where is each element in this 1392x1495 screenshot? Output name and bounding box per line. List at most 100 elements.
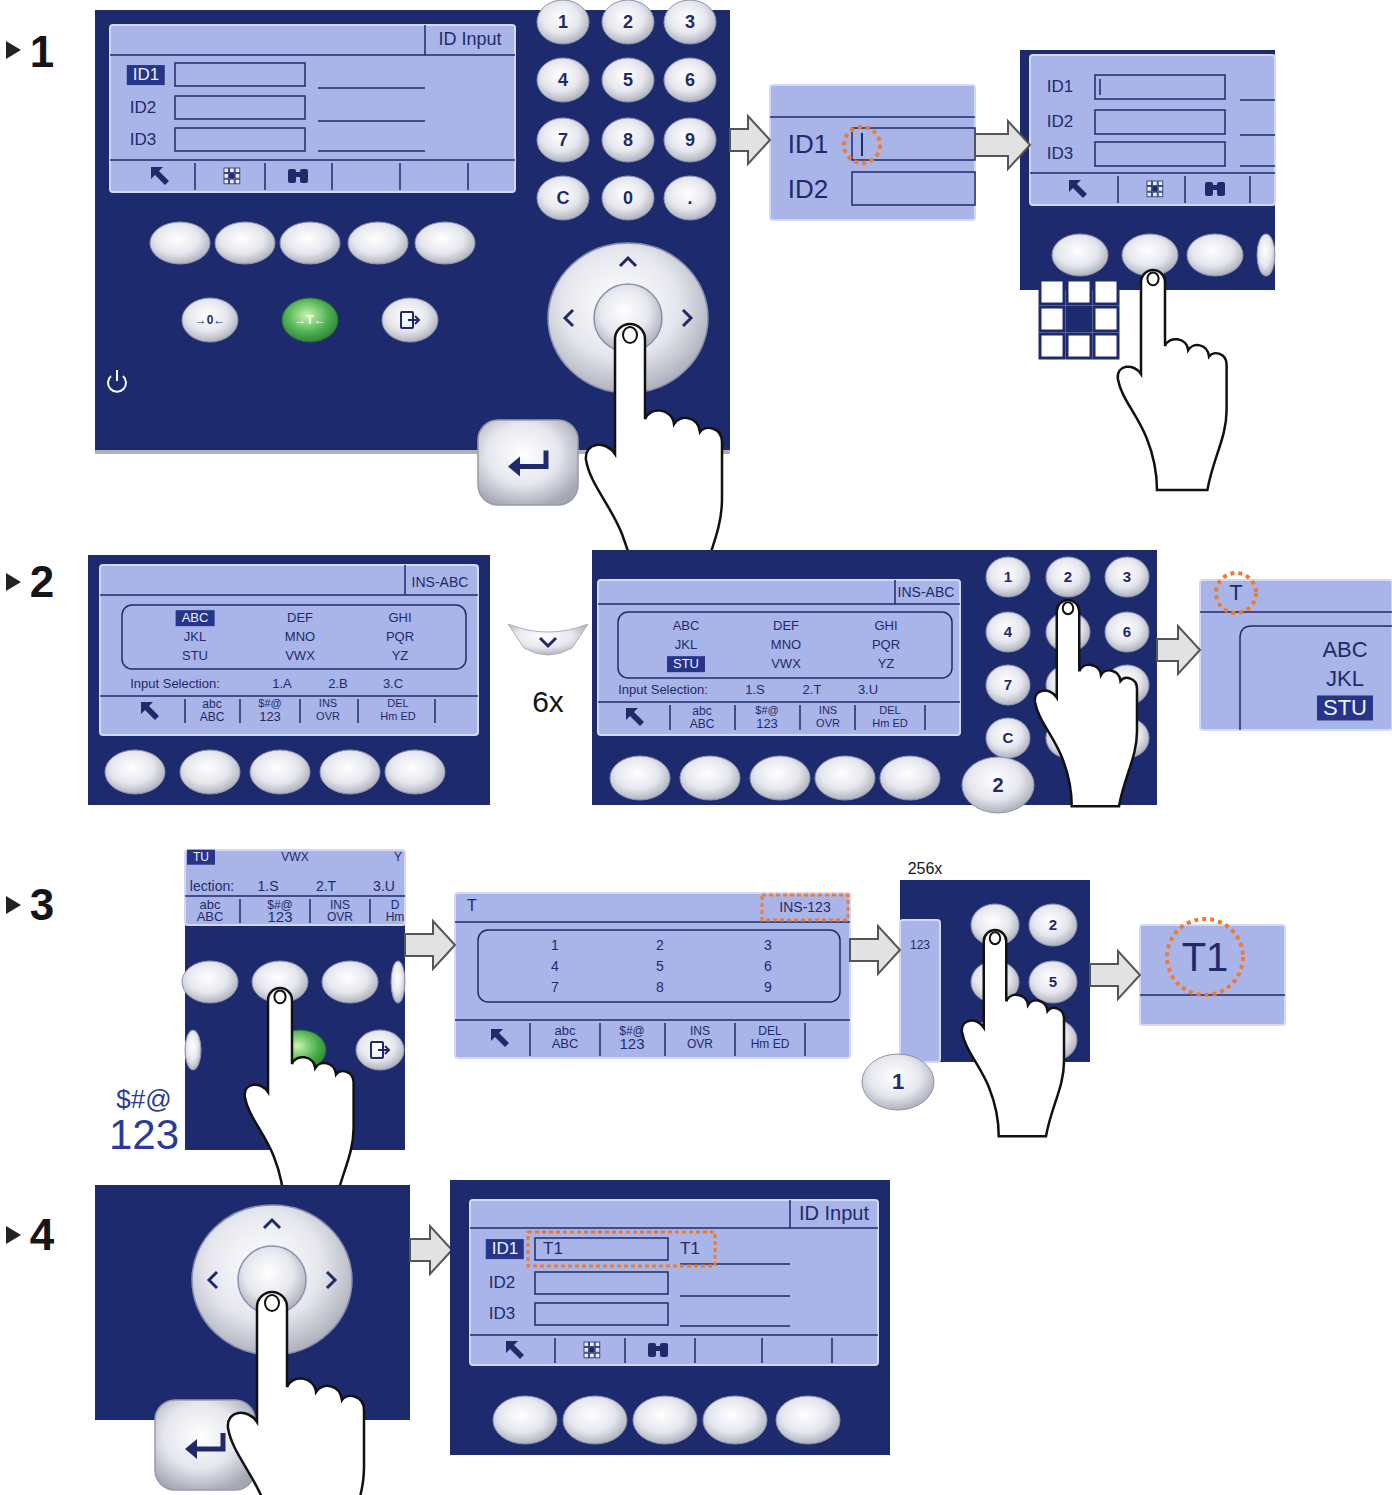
back-icon bbox=[151, 167, 169, 185]
divider-line bbox=[598, 701, 960, 703]
divider-line bbox=[770, 116, 975, 118]
screen-text: OVR bbox=[327, 911, 353, 924]
highlight-box bbox=[762, 895, 848, 920]
key-button bbox=[1029, 904, 1077, 946]
keyboard-symbol bbox=[1094, 307, 1118, 331]
screen-text: ID1 bbox=[127, 65, 165, 85]
input-field bbox=[535, 1238, 668, 1260]
divider-line bbox=[110, 159, 515, 161]
screen-text: GHI bbox=[874, 619, 897, 633]
softkey-divider bbox=[694, 1338, 696, 1363]
step-marker bbox=[6, 1226, 21, 1244]
key-button bbox=[962, 757, 1034, 813]
screen-text: 2 bbox=[1049, 917, 1057, 933]
softkey-divider bbox=[624, 1338, 626, 1363]
keyboard-cell bbox=[230, 174, 235, 179]
divider-line bbox=[680, 1295, 790, 1297]
finger-nail bbox=[274, 990, 285, 1003]
softkey-divider bbox=[1249, 176, 1251, 203]
keyboard-cell bbox=[590, 1353, 595, 1358]
finger-nail bbox=[623, 327, 637, 343]
divider-line bbox=[1030, 172, 1275, 174]
keyboard-symbol bbox=[1094, 280, 1118, 304]
screen-text: 1.A bbox=[272, 677, 292, 691]
screen-text: Hm bbox=[386, 911, 405, 924]
lcd-screen-ground bbox=[1140, 925, 1285, 1025]
key-button bbox=[415, 222, 475, 264]
softkey-divider bbox=[264, 163, 266, 190]
input-field bbox=[535, 1303, 668, 1325]
screen-text: 1.S bbox=[745, 683, 765, 697]
screen-text: →0← bbox=[195, 314, 226, 327]
key-button bbox=[1187, 234, 1243, 276]
screen-text: 123 bbox=[910, 939, 930, 952]
softkey-divider bbox=[854, 705, 856, 730]
softkey-divider bbox=[924, 705, 926, 730]
screen-text: 3.U bbox=[373, 879, 395, 894]
lcd-screen-ground bbox=[470, 1200, 878, 1365]
input-field bbox=[175, 96, 305, 119]
input-field bbox=[1095, 110, 1225, 134]
screen-text: 3 bbox=[764, 938, 772, 953]
key-button bbox=[776, 1396, 840, 1444]
divider-line bbox=[318, 87, 425, 89]
step-number: 1 bbox=[30, 29, 54, 75]
screen-text: JKL bbox=[675, 638, 697, 652]
enter-symbol bbox=[193, 1433, 223, 1449]
screen-text: T1 bbox=[680, 1240, 700, 1258]
keyboard-cell bbox=[595, 1342, 600, 1347]
keyboard-cell bbox=[1153, 192, 1158, 197]
screen-text: ID1 bbox=[1047, 78, 1073, 96]
mode-label: $#@ bbox=[116, 1086, 171, 1113]
hand-outline bbox=[228, 1292, 364, 1495]
step-number: 4 bbox=[30, 1212, 54, 1258]
screen-text: 6 bbox=[1123, 624, 1131, 640]
screen-text: Input Selection: bbox=[618, 683, 708, 697]
screen-text: T1 bbox=[1182, 936, 1229, 978]
text-cursor bbox=[861, 133, 863, 156]
screen-text: INS bbox=[819, 705, 837, 717]
finger-nail bbox=[265, 1295, 279, 1311]
screen-text: ABC bbox=[552, 1037, 579, 1051]
mode-label: 123 bbox=[109, 1113, 179, 1157]
screen-text: $#@ bbox=[755, 705, 778, 717]
screen-text: VWX bbox=[771, 657, 801, 671]
exit-icon bbox=[408, 316, 419, 324]
screen-text: 123 bbox=[259, 710, 281, 724]
repeat-count: 256x bbox=[908, 861, 943, 878]
softkey-divider bbox=[331, 163, 333, 190]
back-icon bbox=[626, 708, 644, 726]
softkey-divider bbox=[669, 705, 671, 730]
softkey-divider bbox=[239, 899, 241, 923]
keyboard-cell bbox=[584, 1342, 589, 1347]
key-button bbox=[250, 750, 310, 794]
keyboard-cell bbox=[1158, 181, 1163, 186]
step-number: 3 bbox=[30, 882, 54, 928]
screen-text: OVR bbox=[316, 711, 340, 723]
screen-text: 1 bbox=[558, 13, 568, 32]
pointing-hand bbox=[962, 930, 1064, 1136]
key-button bbox=[602, 0, 654, 44]
key-button bbox=[664, 176, 716, 220]
pointing-hand bbox=[1118, 270, 1227, 490]
hand-outline bbox=[245, 988, 354, 1208]
keyboard-symbol bbox=[1067, 280, 1091, 304]
screen-text: ABC bbox=[176, 610, 215, 626]
key-button bbox=[215, 222, 275, 264]
key-button bbox=[880, 756, 940, 800]
screen-text: ID2 bbox=[489, 1274, 515, 1292]
screen-text: INS-ABC bbox=[898, 585, 955, 600]
search-icon bbox=[288, 169, 308, 183]
binocular-part bbox=[648, 1343, 656, 1357]
key-button bbox=[633, 1396, 697, 1444]
key-button bbox=[180, 750, 240, 794]
keyboard-symbol bbox=[1094, 334, 1118, 358]
highlight-box bbox=[528, 1232, 715, 1266]
screen-text: 123 bbox=[267, 909, 292, 925]
screen-text: Input Selection: bbox=[130, 677, 220, 691]
softkey-divider bbox=[799, 705, 801, 730]
screen-text: STU bbox=[1317, 695, 1373, 720]
input-field bbox=[852, 172, 975, 205]
screen-text: ID2 bbox=[788, 176, 828, 203]
